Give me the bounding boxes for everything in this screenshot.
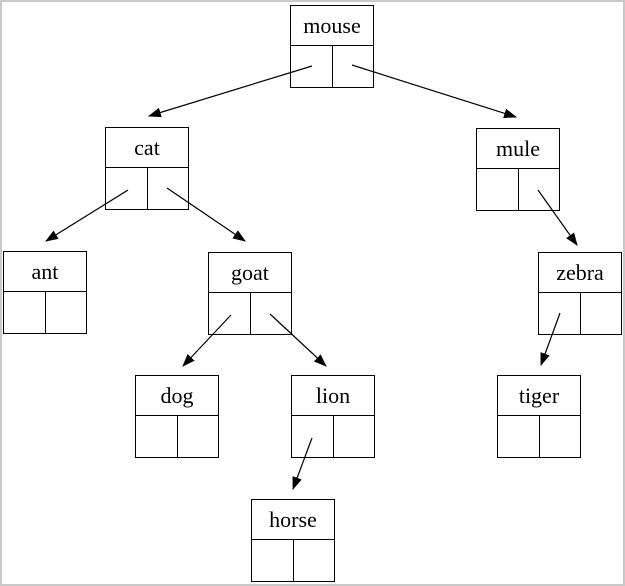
pointer-row (292, 416, 374, 457)
left-pointer-cell (209, 293, 251, 334)
tree-node-mouse: mouse (290, 5, 374, 88)
pointer-row (252, 540, 334, 581)
node-label: mouse (291, 6, 373, 46)
node-label: lion (292, 376, 374, 416)
right-pointer-cell (294, 540, 335, 581)
node-label: tiger (498, 376, 580, 416)
right-pointer-cell (148, 168, 189, 209)
pointer-row (291, 46, 373, 87)
tree-node-horse: horse (251, 499, 335, 582)
left-pointer-cell (539, 293, 581, 334)
right-pointer-cell (334, 416, 375, 457)
left-pointer-cell (106, 168, 148, 209)
left-pointer-cell (292, 416, 334, 457)
node-label: dog (136, 376, 218, 416)
pointer-row (106, 168, 188, 209)
node-label: zebra (539, 253, 621, 293)
right-pointer-cell (46, 292, 87, 333)
left-pointer-cell (498, 416, 540, 457)
left-pointer-cell (477, 169, 519, 210)
right-pointer-cell (581, 293, 622, 334)
left-pointer-cell (4, 292, 46, 333)
left-pointer-cell (136, 416, 178, 457)
node-label: mule (477, 129, 559, 169)
tree-node-ant: ant (3, 251, 87, 334)
tree-node-lion: lion (291, 375, 375, 458)
pointer-row (498, 416, 580, 457)
pointer-row (4, 292, 86, 333)
pointer-row (477, 169, 559, 210)
edge-mouse-left-to-cat (147, 65, 313, 118)
right-pointer-cell (333, 46, 374, 87)
right-pointer-cell (519, 169, 560, 210)
tree-node-mule: mule (476, 128, 560, 211)
node-label: goat (209, 253, 291, 293)
pointer-row (539, 293, 621, 334)
node-label: horse (252, 500, 334, 540)
tree-node-goat: goat (208, 252, 292, 335)
node-label: ant (4, 252, 86, 292)
node-label: cat (106, 128, 188, 168)
left-pointer-cell (291, 46, 333, 87)
pointer-row (209, 293, 291, 334)
right-pointer-cell (178, 416, 219, 457)
tree-node-cat: cat (105, 127, 189, 210)
edge-mouse-right-to-mule (351, 64, 518, 119)
tree-node-dog: dog (135, 375, 219, 458)
pointer-row (136, 416, 218, 457)
left-pointer-cell (252, 540, 294, 581)
right-pointer-cell (540, 416, 581, 457)
right-pointer-cell (251, 293, 292, 334)
tree-node-tiger: tiger (497, 375, 581, 458)
tree-node-zebra: zebra (538, 252, 622, 335)
